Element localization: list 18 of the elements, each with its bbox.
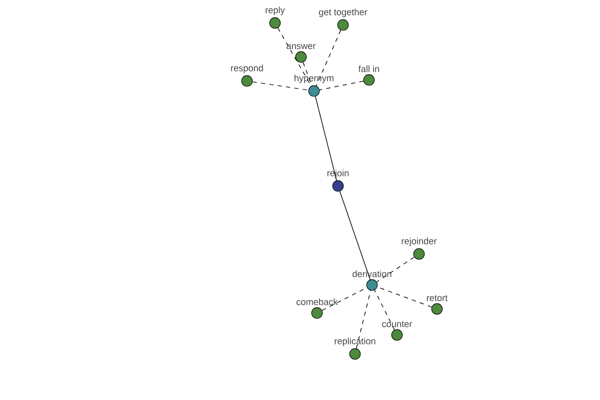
node-label: rejoinder [402,238,437,246]
node-label: retort [426,295,448,302]
node-label: answer [286,44,316,50]
node-label: get together [319,8,368,18]
node-label: fall in [358,65,380,72]
connector [315,96,337,181]
dashed-connector [316,30,342,86]
node-label: counter [382,321,412,328]
dashed-connector [376,256,415,282]
connector [340,191,370,280]
dashed-connector [374,290,395,330]
dashed-connector [319,80,364,90]
node-label: respond [231,64,263,74]
dashed-connector [252,81,309,90]
node-label: comeback [296,298,338,306]
dashed-connector [356,290,371,349]
node-label: replication [334,338,376,346]
node-label: reply [266,6,285,16]
